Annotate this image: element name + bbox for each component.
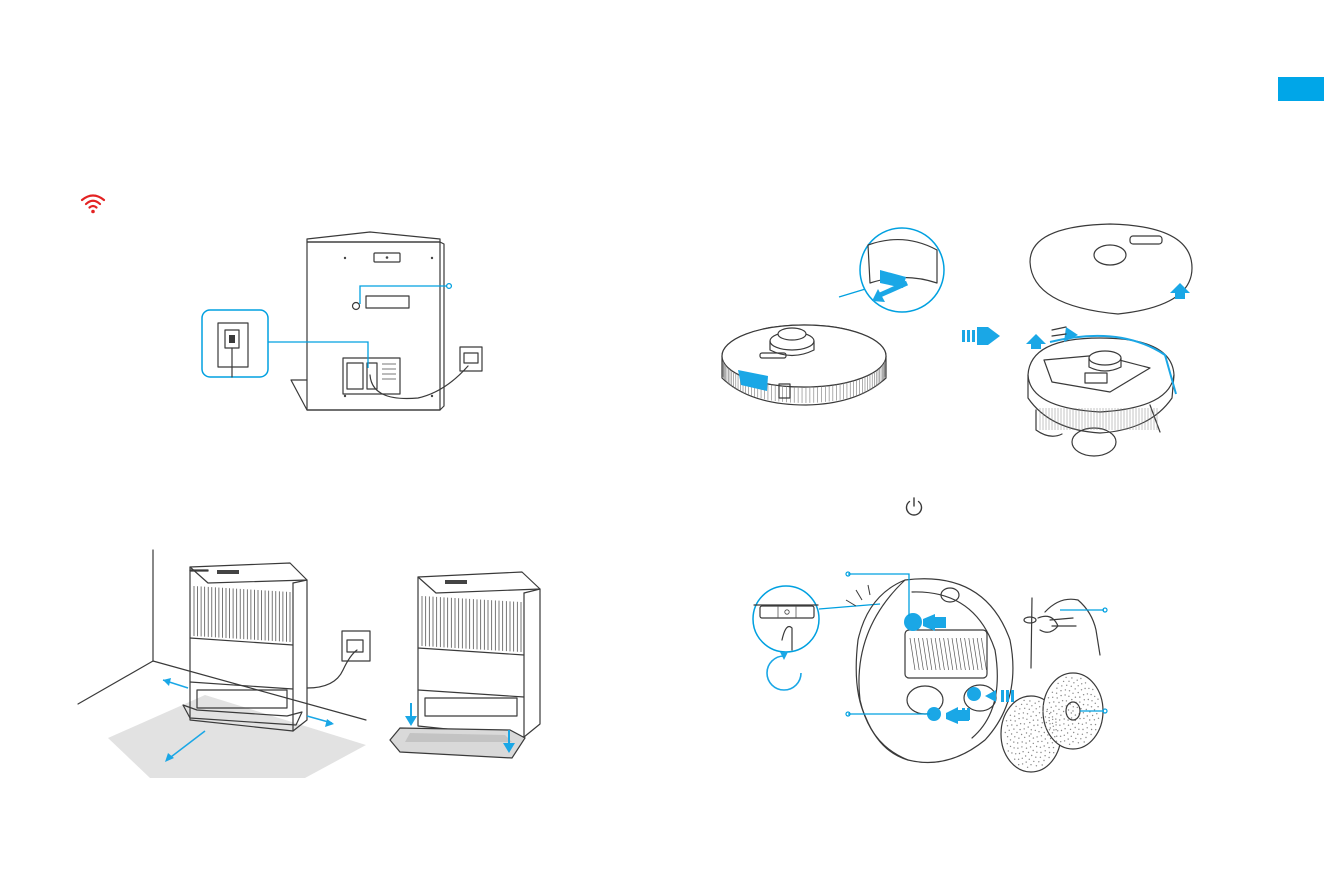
dock-placement-figure xyxy=(76,545,386,780)
power-icon xyxy=(904,496,924,518)
robot-cover-figure xyxy=(712,222,1197,460)
robot-underside-figure xyxy=(748,565,1118,775)
wifi-icon xyxy=(80,192,106,214)
section-tab xyxy=(1278,77,1324,101)
dock-ramp-figure xyxy=(385,565,565,770)
dock-rear-figure xyxy=(195,230,485,415)
refresh-icon xyxy=(767,652,801,690)
